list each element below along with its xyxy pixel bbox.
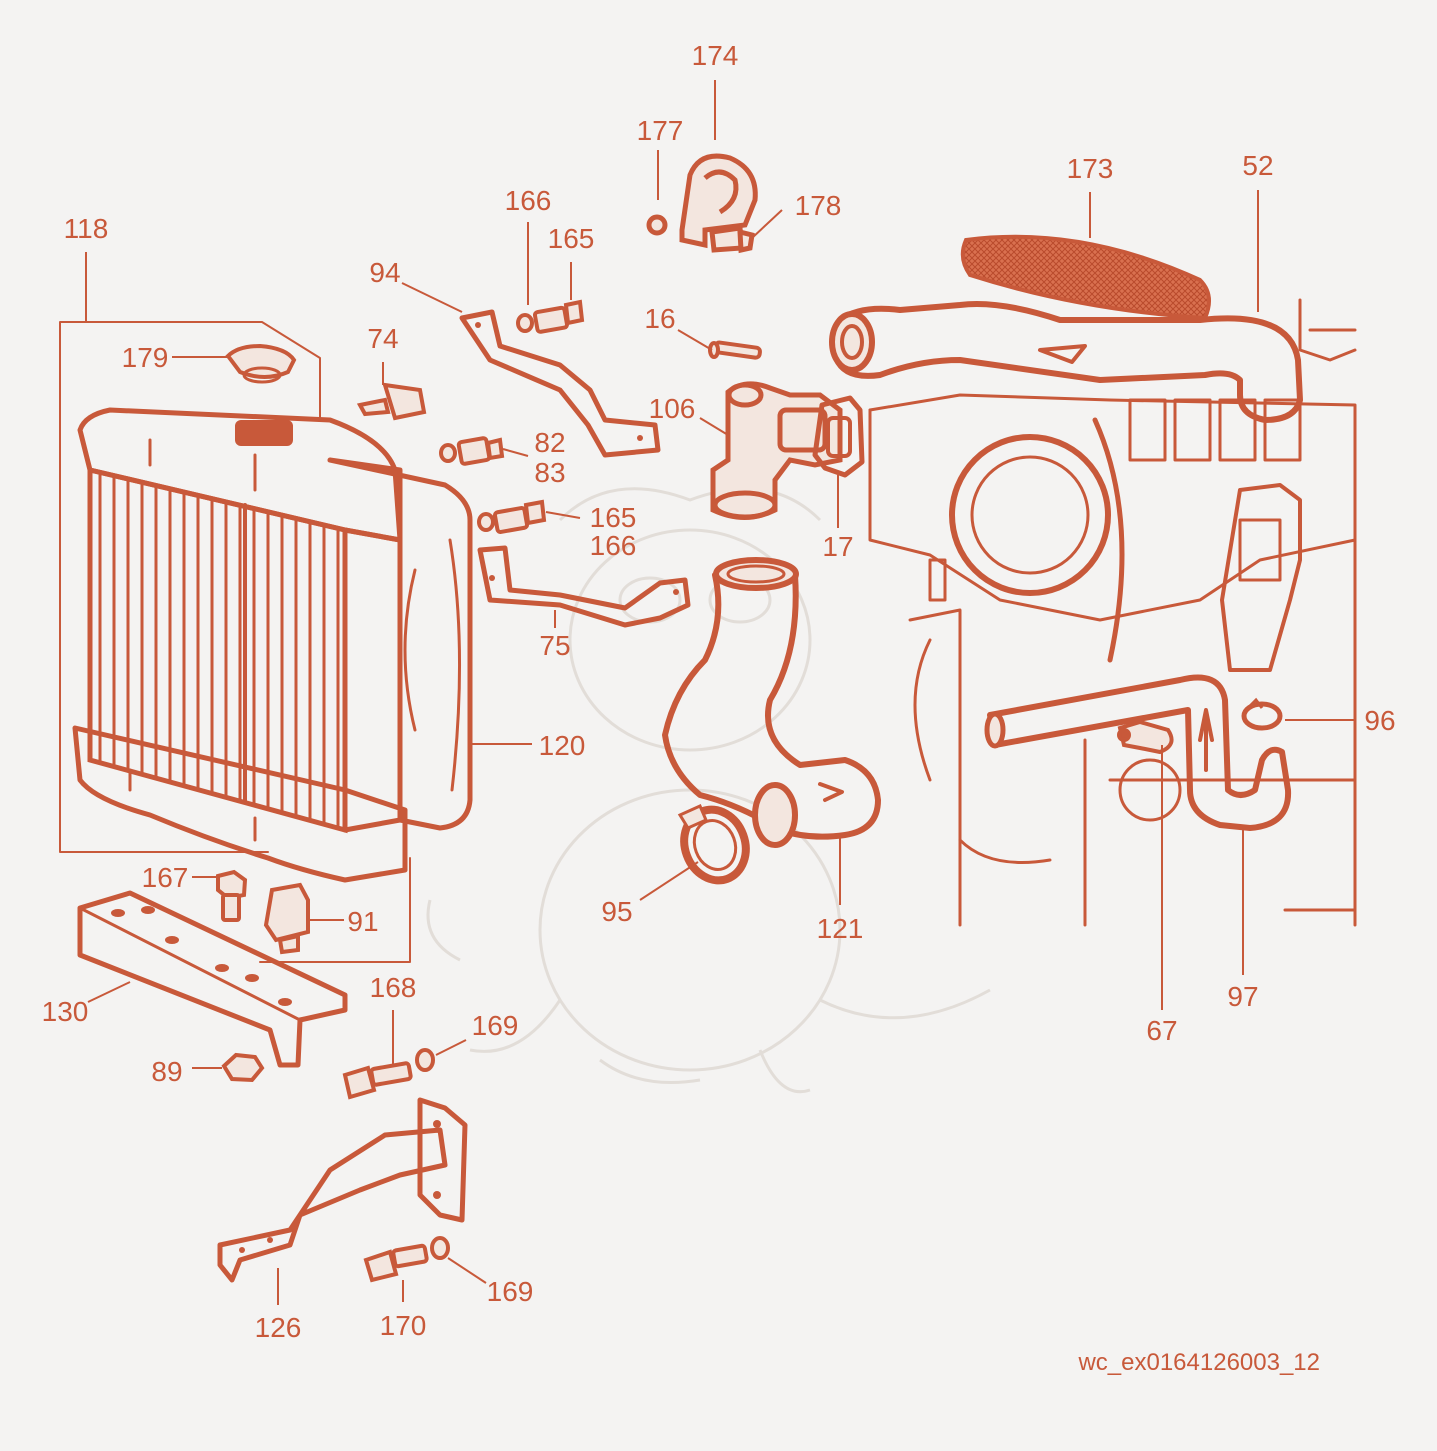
bolt-167 bbox=[216, 869, 248, 922]
callout-96: 96 bbox=[1364, 705, 1395, 736]
callout-121: 121 bbox=[817, 913, 864, 944]
callout-165: 165 bbox=[590, 502, 637, 533]
leader-line-178 bbox=[751, 209, 783, 239]
callout-167: 167 bbox=[142, 862, 189, 893]
callout-75: 75 bbox=[539, 630, 570, 661]
callout-106: 106 bbox=[649, 393, 696, 424]
callout-89: 89 bbox=[151, 1056, 182, 1087]
fan-shroud bbox=[327, 457, 473, 831]
callout-168: 168 bbox=[370, 972, 417, 1003]
callout-166: 166 bbox=[590, 530, 637, 561]
radiator-bottom-tank bbox=[72, 725, 408, 883]
drawing-code: wc_ex0164126003_12 bbox=[1077, 1349, 1320, 1376]
callout-91: 91 bbox=[347, 906, 378, 937]
radiator-group-bracket bbox=[59, 321, 411, 963]
callout-177: 177 bbox=[637, 115, 684, 146]
leader-line-169 bbox=[447, 1257, 487, 1284]
callout-95: 95 bbox=[601, 896, 632, 927]
callout-166: 166 bbox=[505, 185, 552, 216]
callout-67: 67 bbox=[1146, 1015, 1177, 1046]
leader-line-165 bbox=[545, 511, 581, 519]
temperature-sensor bbox=[356, 382, 427, 421]
leader-line-106 bbox=[699, 417, 729, 436]
callout-118: 118 bbox=[64, 213, 109, 244]
washer-169-lower bbox=[430, 1236, 450, 1260]
radiator-core bbox=[87, 466, 348, 834]
radiator-assembly bbox=[59, 321, 473, 963]
bolt-170 bbox=[363, 1243, 429, 1283]
callout-174: 174 bbox=[692, 40, 739, 71]
clip-96 bbox=[1241, 697, 1283, 731]
lower-hose bbox=[662, 557, 881, 848]
callout-83: 83 bbox=[534, 457, 565, 488]
hose-clamp-95 bbox=[677, 804, 750, 885]
radiator-top-tank bbox=[77, 407, 403, 543]
thermostat-housing bbox=[710, 381, 843, 520]
callout-16: 16 bbox=[644, 303, 675, 334]
callout-126: 126 bbox=[255, 1312, 302, 1343]
hose-protective-sleeve bbox=[960, 234, 1211, 321]
lower-bracket bbox=[477, 545, 691, 628]
callout-52: 52 bbox=[1242, 150, 1273, 181]
callout-169: 169 bbox=[472, 1010, 519, 1041]
callout-170: 170 bbox=[380, 1310, 427, 1341]
upper-bracket bbox=[459, 309, 661, 458]
callout-178: 178 bbox=[795, 190, 842, 221]
callout-97: 97 bbox=[1227, 981, 1258, 1012]
callout-82: 82 bbox=[534, 427, 565, 458]
callout-17: 17 bbox=[822, 531, 853, 562]
leader-lines bbox=[85, 80, 1355, 1305]
bolt-165-166-lower bbox=[477, 499, 547, 534]
leader-line-82 bbox=[502, 448, 529, 457]
leader-line-94 bbox=[401, 282, 463, 313]
leader-line-169 bbox=[435, 1039, 467, 1056]
nut-89 bbox=[221, 1052, 265, 1083]
leader-line-16 bbox=[677, 329, 713, 351]
bolt-82-83 bbox=[439, 436, 505, 466]
hose-clip bbox=[646, 153, 758, 254]
callout-173: 173 bbox=[1067, 153, 1114, 184]
drain-valve bbox=[263, 882, 310, 955]
support-bracket bbox=[217, 1097, 468, 1283]
bypass-hose bbox=[984, 674, 1292, 831]
hose-clamp-67 bbox=[1117, 719, 1174, 755]
callout-169: 169 bbox=[487, 1276, 534, 1307]
callout-130: 130 bbox=[42, 996, 89, 1027]
callout-74: 74 bbox=[367, 323, 398, 354]
callout-120: 120 bbox=[539, 730, 586, 761]
radiator-filler-neck bbox=[235, 420, 293, 446]
leader-line-130 bbox=[87, 981, 131, 1003]
gasket bbox=[812, 395, 865, 478]
engine-block bbox=[868, 298, 1357, 927]
upper-hose bbox=[829, 234, 1303, 423]
leader-line-95 bbox=[639, 861, 699, 901]
bolt-168 bbox=[342, 1061, 413, 1100]
radiator-cap bbox=[225, 343, 297, 384]
callout-179: 179 bbox=[122, 342, 169, 373]
callout-165: 165 bbox=[548, 223, 595, 254]
washer-169-upper bbox=[415, 1048, 435, 1072]
pin-16 bbox=[708, 340, 762, 360]
watermark-dragon bbox=[426, 487, 991, 1093]
bolt-165-166-upper bbox=[516, 299, 585, 334]
mounting-plate bbox=[77, 890, 348, 1068]
callout-94: 94 bbox=[369, 257, 400, 288]
